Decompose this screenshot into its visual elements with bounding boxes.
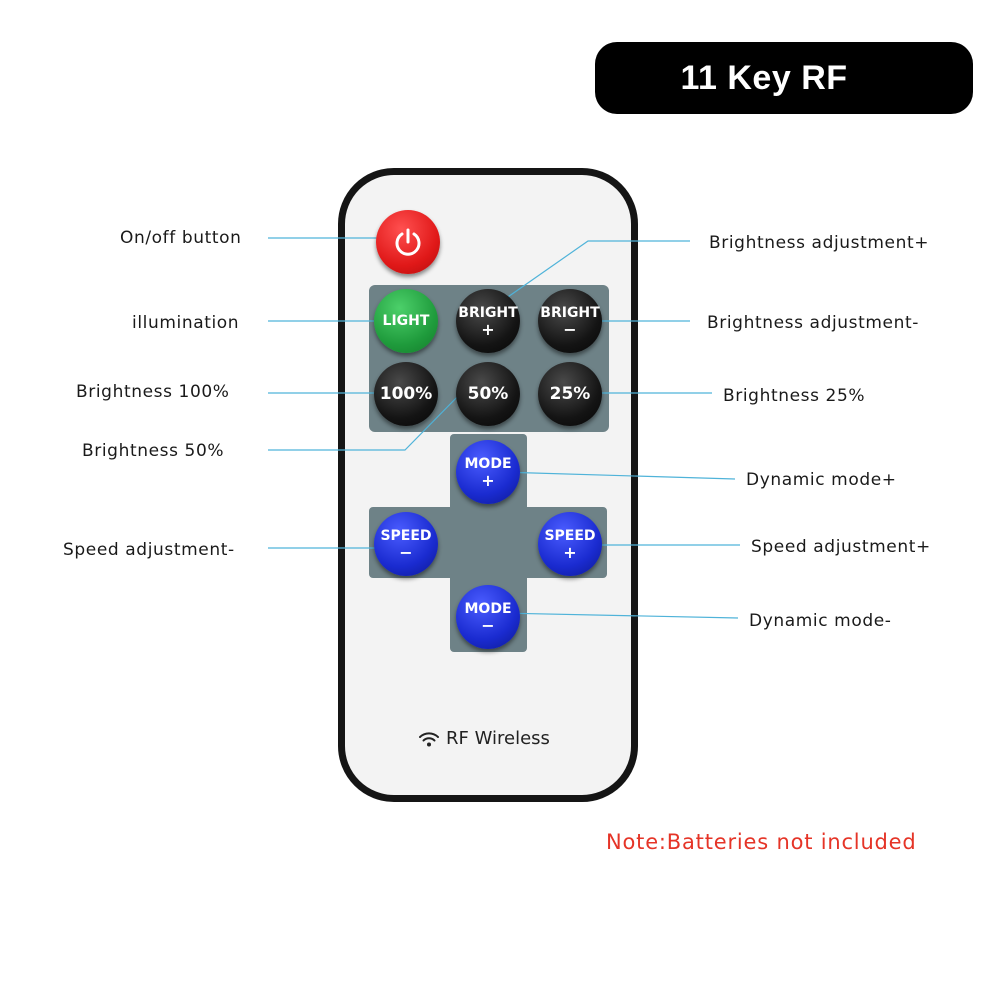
callout-line-mode-plus: [499, 471, 736, 480]
bright-minus-button[interactable]: BRIGHT −: [538, 289, 602, 353]
batteries-note: Note:Batteries not included: [606, 830, 917, 854]
brightness-50-label: 50%: [467, 383, 509, 404]
light-button[interactable]: LIGHT: [374, 289, 438, 353]
callout-mode-plus: Dynamic mode+: [746, 470, 897, 490]
title-text: 11 Key RF: [680, 58, 848, 97]
speed-minus-sign: −: [399, 543, 413, 562]
mode-plus-button[interactable]: MODE +: [456, 440, 520, 504]
callout-on-off: On/off button: [120, 228, 242, 248]
callout-mode-minus: Dynamic mode-: [749, 611, 892, 631]
callout-line-brightness-plus: [491, 240, 690, 309]
speed-minus-label: SPEED: [380, 528, 432, 544]
light-button-label: LIGHT: [382, 312, 430, 329]
callout-brightness-50: Brightness 50%: [82, 441, 225, 461]
brightness-25-button[interactable]: 25%: [538, 362, 602, 426]
bright-minus-sign: −: [563, 320, 577, 339]
brightness-100-label: 100%: [379, 383, 433, 404]
speed-plus-sign: +: [563, 543, 577, 562]
bright-plus-button[interactable]: BRIGHT +: [456, 289, 520, 353]
speed-plus-label: SPEED: [544, 528, 596, 544]
callout-brightness-plus: Brightness adjustment+: [709, 233, 930, 253]
remote-control-body: [338, 168, 638, 802]
power-icon: [395, 228, 421, 256]
callout-brightness-100: Brightness 100%: [76, 382, 230, 402]
bright-plus-sign: +: [481, 320, 495, 339]
callout-brightness-25: Brightness 25%: [723, 386, 866, 406]
mode-minus-label: MODE: [464, 601, 512, 617]
bright-plus-label: BRIGHT: [458, 305, 518, 321]
brightness-100-button[interactable]: 100%: [374, 362, 438, 426]
mode-plus-sign: +: [481, 471, 495, 490]
rf-wireless-brand: RF Wireless: [418, 728, 550, 749]
callout-speed-plus: Speed adjustment+: [751, 537, 931, 557]
bright-minus-label: BRIGHT: [540, 305, 600, 321]
callout-line-brightness-50: [268, 387, 467, 451]
callout-illumination: illumination: [132, 313, 240, 333]
power-button[interactable]: [376, 210, 440, 274]
mode-plus-label: MODE: [464, 456, 512, 472]
rf-wireless-text: RF Wireless: [446, 728, 550, 749]
brightness-25-label: 25%: [549, 383, 591, 404]
brightness-50-button[interactable]: 50%: [456, 362, 520, 426]
mode-minus-button[interactable]: MODE −: [456, 585, 520, 649]
speed-plus-button[interactable]: SPEED +: [538, 512, 602, 576]
mode-minus-sign: −: [481, 616, 495, 635]
callout-speed-minus: Speed adjustment-: [63, 540, 235, 560]
speed-minus-button[interactable]: SPEED −: [374, 512, 438, 576]
title-banner: 11 Key RF: [595, 42, 973, 114]
callout-brightness-minus: Brightness adjustment-: [707, 313, 919, 333]
wifi-icon: [419, 731, 439, 746]
callout-line-mode-minus: [499, 612, 739, 619]
